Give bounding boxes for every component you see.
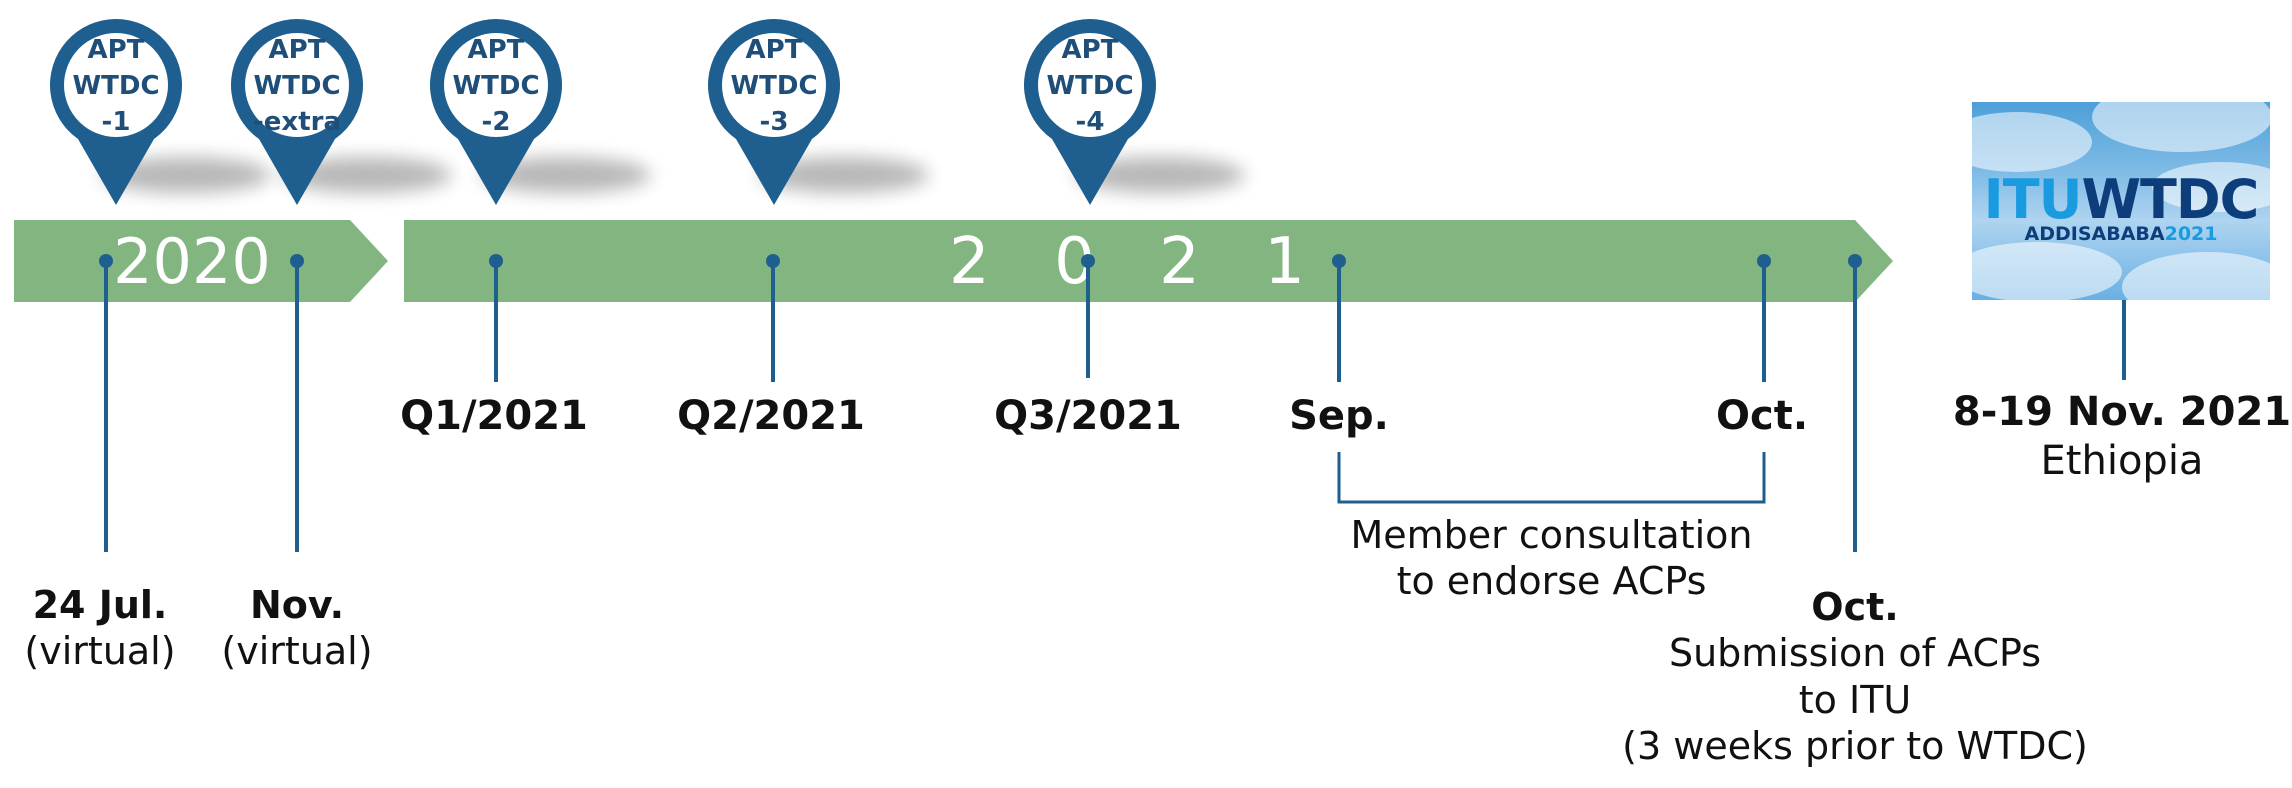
pin-label-wtdc-4-0: APT [1062,35,1119,65]
milestone-q2-line-0: Q2/2021 [677,393,865,439]
milestone-jul-line-0: 24 Jul. [32,583,168,627]
itu-wtdc-logo: ITUWTDC ADDISABABA2021 [1972,102,2270,300]
milestone-oct-submit-line-2: to ITU [1798,677,1912,722]
milestone-nov: Nov.(virtual) [0,582,597,675]
milestone-oct-consult: Oct. [1462,392,2062,441]
milestone-q1-line-0: Q1/2021 [400,393,588,439]
pin-shadow-wtdc-4 [1075,157,1245,193]
pin-face-wtdc-2 [444,33,548,137]
connector-dot-oct-submit [1848,254,1862,268]
itu-logo-city: ADDISABABA [2024,223,2165,245]
milestone-nov-line-0: Nov. [249,583,345,627]
pin-label-wtdc-4-2: -4 [1076,107,1105,137]
consultation-line-1: to endorse ACPs [1396,559,1707,604]
connector-dot-q2 [766,254,780,268]
milestone-oct-consult-line-0: Oct. [1715,393,1809,439]
pin-label-wtdc-extra-2: -extra [253,107,341,137]
connector-dot-jul [99,254,113,268]
milestone-wtdc-line-1: Ethiopia [2040,437,2204,484]
itu-logo-brand-right: WTDC [2081,168,2259,231]
pin-shadow-wtdc-3 [759,157,929,193]
pin-label-wtdc-3-1: WTDC [730,71,817,101]
itu-logo-brand-left: ITU [1983,168,2083,231]
milestone-q3: Q3/2021 [788,392,1388,441]
pin-label-wtdc-4-1: WTDC [1046,71,1133,101]
connector-dot-oct-consult [1757,254,1771,268]
pin-shadow-wtdc-2 [481,157,651,193]
connector-dot-q3 [1081,254,1095,268]
year-bar-2021 [404,220,1893,302]
milestone-nov-line-1: (virtual) [221,629,373,674]
milestone-q3-line-0: Q3/2021 [994,393,1182,439]
pin-label-wtdc-1-1: WTDC [72,71,159,101]
itu-logo-year: 2021 [2164,223,2218,245]
year-label-2021: 2 0 2 1 [949,225,1327,299]
pin-label-wtdc-2-2: -2 [482,107,511,137]
milestone-wtdc-line-0: 8-19 Nov. 2021 [1952,389,2292,435]
connector-dot-sep [1332,254,1346,268]
milestone-oct-submit-line-3: (3 weeks prior to WTDC) [1622,724,2088,769]
milestone-sep: Sep. [1039,392,1639,441]
pin-label-wtdc-extra-1: WTDC [253,71,340,101]
consultation-bracket [1337,452,1766,504]
pin-shadow-wtdc-extra [282,157,452,193]
pin-label-wtdc-1-2: -1 [102,107,131,137]
milestone-oct-submit-line-1: Submission of ACPs [1668,631,2042,676]
milestone-sep-line-0: Sep. [1289,393,1389,439]
connector-dot-nov [290,254,304,268]
milestone-jul: 24 Jul.(virtual) [0,582,400,675]
pin-face-wtdc-3 [722,33,826,137]
pin-face-wtdc-4 [1038,33,1142,137]
year-label-2020: 2020 [113,225,271,298]
pin-face-wtdc-extra [245,33,349,137]
milestone-jul-line-1: (virtual) [24,629,176,674]
milestone-oct-submit-line-0: Oct. [1811,585,1899,629]
connector-dot-q1 [489,254,503,268]
pin-label-wtdc-2-1: WTDC [452,71,539,101]
pin-label-wtdc-3-0: APT [746,35,803,65]
pin-label-wtdc-2-0: APT [468,35,525,65]
milestone-q2: Q2/2021 [471,392,1071,441]
pin-face-wtdc-1 [64,33,168,137]
milestone-q1: Q1/2021 [194,392,794,441]
pin-label-wtdc-3-2: -3 [760,107,789,137]
pin-shadow-wtdc-1 [101,157,271,193]
pin-label-wtdc-extra-0: APT [269,35,326,65]
pin-label-wtdc-1-0: APT [88,35,145,65]
consultation-line-0: Member consultation [1350,513,1753,557]
